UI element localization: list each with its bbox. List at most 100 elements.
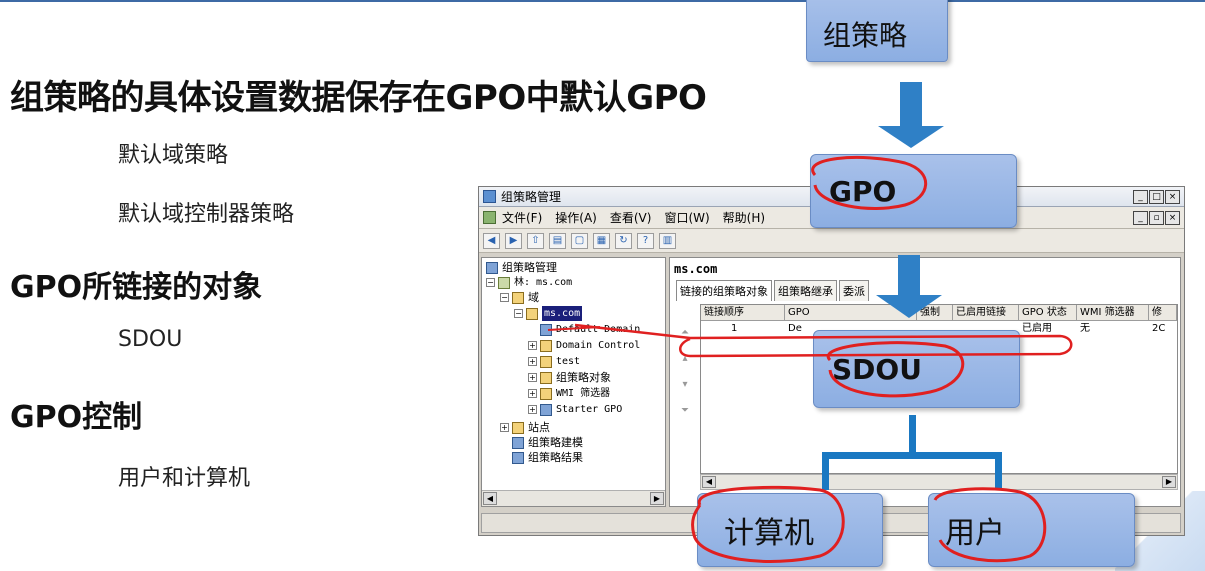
window-title: 组策略管理 [501,190,562,204]
folder-icon [540,371,552,384]
bullet-users-computers: 用户和计算机 [118,466,251,491]
tree-item-domains[interactable]: − 域 [500,291,539,304]
tree-item-results[interactable]: 组策略结果 [512,450,583,465]
maximize-button[interactable]: □ [1149,189,1164,204]
toolbar: ◀ ▶ ⇧ ▤ ▢ ▦ ↻ ? ▥ [479,229,1184,253]
tree-item-modeling[interactable]: 组策略建模 [512,435,583,450]
move-top-icon[interactable]: ⏶ [681,327,689,338]
expand-icon[interactable]: + [528,373,537,382]
tree-item-starter-gpo[interactable]: + Starter GPO [528,403,623,416]
inner-close-button[interactable]: × [1165,210,1180,225]
refresh-icon[interactable]: ↻ [615,232,632,249]
inner-minimize-button[interactable]: _ [1133,210,1148,225]
tree-item-default-domain[interactable]: Default Domain [540,322,640,337]
view-icon[interactable]: ▥ [659,232,676,249]
collapse-icon[interactable]: − [486,278,495,287]
tree-item-test[interactable]: + test [528,355,581,368]
col-link-order[interactable]: 链接顺序 [701,305,785,320]
heading-gpo-control: GPO控制 [10,400,143,435]
tree-item-sites[interactable]: + 站点 [500,421,550,434]
starter-gpo-icon [540,403,552,416]
tree-item-domain[interactable]: − ms.com [514,306,583,321]
box-group-policy: 组策略 [806,0,948,62]
gpo-link-icon [540,323,552,336]
filter-folder-icon [540,387,552,400]
top-border-line [0,0,1205,8]
link-order-buttons: ⏶ ▴ ▾ ⏷ [676,324,696,474]
box-sdou: SDOU [813,330,1020,408]
cell-modified: 2C [1152,323,1166,334]
inner-restore-button[interactable]: ▫ [1149,210,1164,225]
tree-item-root[interactable]: 组策略管理 [486,260,557,275]
table-horizontal-scrollbar[interactable]: ◀ ▶ [700,474,1178,490]
tree-horizontal-scrollbar[interactable]: ◀ ▶ [482,490,665,506]
modeling-icon [512,436,524,449]
ou-icon [540,355,552,368]
tree-item-wmi-filters[interactable]: + WMI 筛选器 [528,387,611,400]
scroll-right-icon[interactable]: ▶ [1162,476,1176,488]
tree-item-domain-controllers[interactable]: + Domain Control [528,339,641,352]
sites-icon [512,421,524,434]
arrow-policy-to-gpo [878,82,944,148]
console-icon [483,211,496,224]
col-enforced[interactable]: 强制 [917,305,953,320]
back-arrow-icon[interactable]: ◀ [483,232,500,249]
cell-order: 1 [731,323,738,334]
gpmc-icon [486,261,498,274]
console-tree: 组策略管理 − 林: ms.com − 域 − ms.com Default D… [481,257,666,507]
move-bottom-icon[interactable]: ⏷ [681,405,689,416]
heading-default-gpo: 组策略的具体设置数据保存在GPO中默认GPO [10,78,707,118]
app-icon [483,190,496,203]
bullet-default-domain-policy: 默认域策略 [118,143,229,168]
ou-icon [540,339,552,352]
show-tree-icon[interactable]: ▤ [549,232,566,249]
forward-arrow-icon[interactable]: ▶ [505,232,522,249]
cell-status: 已启用 [1022,323,1052,334]
expand-icon[interactable]: + [528,357,537,366]
tab-inheritance[interactable]: 组策略继承 [774,280,837,301]
col-gpo[interactable]: GPO [785,305,917,320]
tree-item-gpo-objects[interactable]: + 组策略对象 [528,371,611,384]
close-button[interactable]: × [1165,189,1180,204]
domain-icon [526,307,538,320]
col-wmi-filter[interactable]: WMI 筛选器 [1077,305,1149,320]
move-down-icon[interactable]: ▾ [682,379,688,390]
details-tabs: 链接的组策略对象 组策略继承 委派 [676,280,869,301]
move-up-icon[interactable]: ▴ [682,353,688,364]
menu-file[interactable]: 文件(F) [502,211,543,225]
results-icon [512,451,524,464]
scroll-right-icon[interactable]: ▶ [650,492,664,505]
table-header: 链接顺序 GPO 强制 已启用链接 GPO 状态 WMI 筛选器 修 [701,305,1177,321]
col-gpo-status[interactable]: GPO 状态 [1019,305,1077,320]
collapse-icon[interactable]: − [500,293,509,302]
menu-window[interactable]: 窗口(W) [664,211,710,225]
bullet-default-dc-policy: 默认域控制器策略 [118,202,295,227]
tree-item-forest[interactable]: − 林: ms.com [486,276,573,289]
domain-title: ms.com [674,262,718,276]
expand-icon[interactable]: + [500,423,509,432]
properties-icon[interactable]: ▦ [593,232,610,249]
scroll-left-icon[interactable]: ◀ [702,476,716,488]
forest-icon [498,276,510,289]
menu-view[interactable]: 查看(V) [609,211,652,225]
expand-icon[interactable]: + [528,389,537,398]
box-computer: 计算机 [697,493,883,567]
help-icon[interactable]: ? [637,232,654,249]
col-link-enabled[interactable]: 已启用链接 [953,305,1019,320]
menu-action[interactable]: 操作(A) [555,211,597,225]
tab-linked-gpos[interactable]: 链接的组策略对象 [676,280,772,301]
minimize-button[interactable]: _ [1133,189,1148,204]
scroll-left-icon[interactable]: ◀ [483,492,497,505]
copy-icon[interactable]: ▢ [571,232,588,249]
bullet-sdou: SDOU [118,327,183,352]
heading-gpo-linked-objects: GPO所链接的对象 [10,270,263,305]
expand-icon[interactable]: + [528,405,537,414]
menu-help[interactable]: 帮助(H) [722,211,766,225]
tab-delegation[interactable]: 委派 [839,280,869,301]
col-modified[interactable]: 修 [1149,305,1177,320]
expand-icon[interactable]: + [528,341,537,350]
up-folder-icon[interactable]: ⇧ [527,232,544,249]
box-user: 用户 [928,493,1135,567]
collapse-icon[interactable]: − [514,309,523,318]
